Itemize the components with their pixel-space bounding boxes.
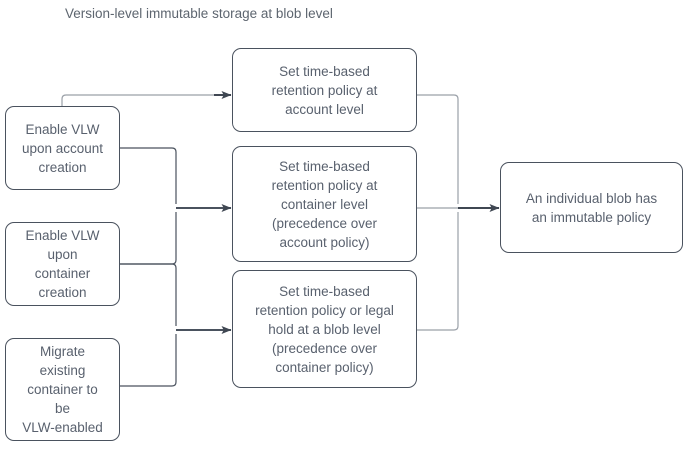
edge-migrate-to-bus xyxy=(120,334,177,387)
node-individual-blob-immutable-policy[interactable]: An individual blob has an immutable poli… xyxy=(500,162,683,253)
edge-account-policy-to-bus xyxy=(417,94,459,204)
edge-account-create-to-account-policy xyxy=(61,91,232,106)
node-migrate-existing-container[interactable]: Migrate existing container to be VLW-ena… xyxy=(5,338,120,441)
edge-container-create-to-bus-down xyxy=(120,263,177,326)
node-retention-policy-blob-level[interactable]: Set time-based retention policy or legal… xyxy=(232,270,417,388)
node-enable-vlw-account-creation[interactable]: Enable VLW upon account creation xyxy=(5,106,120,190)
node-retention-policy-account-level[interactable]: Set time-based retention policy at accou… xyxy=(232,48,417,132)
edge-account-create-to-bus xyxy=(120,147,177,204)
diagram-title: Version-level immutable storage at blob … xyxy=(65,6,333,21)
node-enable-vlw-container-creation[interactable]: Enable VLW upon container creation xyxy=(5,222,120,306)
node-retention-policy-container-level[interactable]: Set time-based retention policy at conta… xyxy=(232,146,417,262)
edge-container-create-to-bus-up xyxy=(120,212,177,265)
edge-blob-policy-to-bus xyxy=(417,212,459,331)
